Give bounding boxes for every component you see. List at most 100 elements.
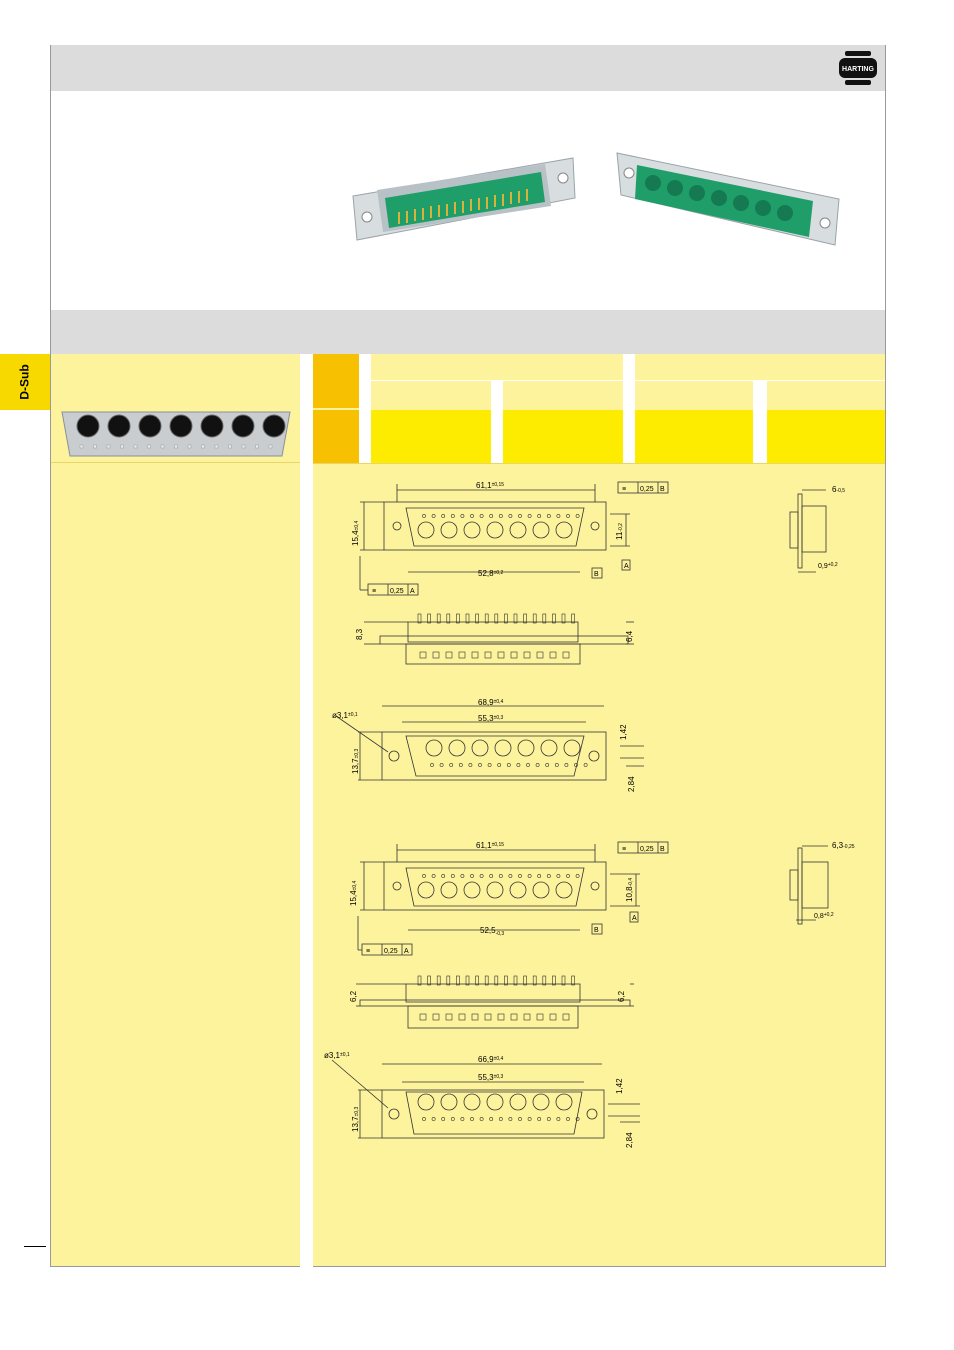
signal-contact: [430, 763, 434, 767]
face-contact: [231, 414, 255, 438]
signal-contact: [575, 514, 580, 518]
signal-contact: [422, 514, 426, 518]
d2-left-height: 8,3: [355, 628, 364, 640]
signal-contact: [566, 514, 570, 518]
signal-contact: [546, 514, 551, 518]
d4-inner-height: 10,8-0,4: [625, 878, 634, 902]
pin-top: [446, 975, 451, 986]
signal-contact: [450, 514, 455, 518]
coax-contact: [540, 739, 558, 757]
pin-bottom: [510, 1013, 518, 1021]
face-contact: [76, 414, 100, 438]
coax-contact: [448, 739, 466, 757]
face-signal-pin: [160, 444, 165, 449]
face-signal-pin: [93, 444, 97, 449]
coax-contact: [440, 521, 458, 539]
coax-contact: [417, 881, 435, 899]
pin-bottom: [497, 651, 505, 659]
drawing-top-view-1: 8,3 6,4: [355, 613, 634, 665]
face-signal-pin: [268, 444, 273, 449]
header-vgap-3: [623, 354, 635, 463]
pin-bottom: [562, 651, 570, 659]
face-signal-pin: [174, 444, 178, 449]
header-cell-orange-bottom: [313, 410, 359, 463]
side2-plate: 0,8+0,2: [814, 912, 834, 920]
right-panel: [313, 354, 885, 1267]
face-contact: [262, 414, 286, 438]
coax-contact: [440, 881, 458, 899]
d3-pitch: 1,42: [619, 724, 628, 740]
d1-datum-a: A: [624, 563, 629, 570]
header-vgap: [359, 354, 371, 463]
pin-bottom: [523, 651, 531, 659]
coax-contact: [463, 881, 481, 899]
d4-datum-a2: A: [404, 948, 409, 955]
svg-text:≡: ≡: [366, 948, 370, 955]
column-gutter: [300, 354, 313, 1267]
signal-contact: [439, 763, 444, 767]
pin-top: [513, 613, 518, 624]
pin-bottom: [432, 651, 440, 659]
d4-datum-b: B: [660, 846, 665, 853]
pin-bottom: [432, 1013, 440, 1021]
face-signal-pin: [228, 444, 232, 449]
pin-top: [552, 975, 556, 986]
header-cell-4: [767, 410, 885, 463]
d2-right-height: 6,4: [625, 630, 634, 642]
header-cell-2: [503, 410, 623, 463]
signal-contact: [537, 514, 542, 518]
coax-contact: [555, 1093, 573, 1111]
pin-top: [542, 613, 547, 624]
signal-contact: [431, 874, 436, 878]
pin-top: [484, 975, 489, 986]
pin-top: [513, 975, 518, 986]
d4-width: 61,1±0,15: [476, 841, 504, 850]
signal-contact: [441, 514, 446, 518]
signal-contact: [468, 763, 473, 767]
signal-contact: [479, 874, 484, 878]
coax-contact: [486, 521, 504, 539]
signal-contact: [554, 763, 559, 767]
signal-contact: [487, 763, 492, 767]
coax-contact: [471, 739, 489, 757]
header-cell-1: [371, 410, 491, 463]
connector-face-icon: [61, 411, 291, 457]
drawing-side-view-1: 6-0,5 0,9+0,2: [789, 485, 845, 573]
face-signal-pin: [255, 444, 259, 449]
right-divider: [313, 463, 885, 464]
pin-bottom: [445, 651, 453, 659]
d1-datum-a2: A: [410, 588, 415, 595]
side2-depth: 6,3-0,25: [832, 841, 855, 850]
signal-contact: [441, 1117, 446, 1121]
pin-top: [542, 975, 547, 986]
header-cell-orange-top: [313, 354, 359, 408]
coax-contact: [555, 881, 573, 899]
d4-datum-a: A: [632, 915, 637, 922]
signal-contact: [497, 763, 502, 767]
signal-contact: [526, 763, 530, 767]
pin-bottom: [536, 1013, 544, 1021]
pin-top: [494, 613, 499, 624]
face-signal-pin: [147, 444, 151, 449]
signal-contact: [535, 763, 540, 767]
signal-contact: [527, 1117, 532, 1121]
svg-text:≡: ≡: [622, 846, 626, 853]
pin-bottom: [458, 1013, 466, 1021]
coax-contact: [463, 521, 481, 539]
pin-bottom: [536, 651, 544, 659]
signal-contact: [458, 763, 463, 767]
signal-contact: [470, 874, 474, 878]
coax-contact: [563, 739, 581, 757]
signal-contact: [518, 514, 522, 518]
face-signal-pin: [133, 444, 138, 449]
signal-contact: [498, 1117, 503, 1121]
d6-row-offset: 2,84: [625, 1132, 634, 1148]
signal-contact: [450, 874, 455, 878]
svg-text:≡: ≡: [372, 588, 376, 595]
pin-top: [484, 613, 489, 624]
coax-contact: [532, 521, 550, 539]
signal-contact: [518, 874, 522, 878]
signal-contact: [574, 763, 578, 767]
pin-top: [552, 613, 556, 624]
signal-contact: [583, 763, 588, 767]
